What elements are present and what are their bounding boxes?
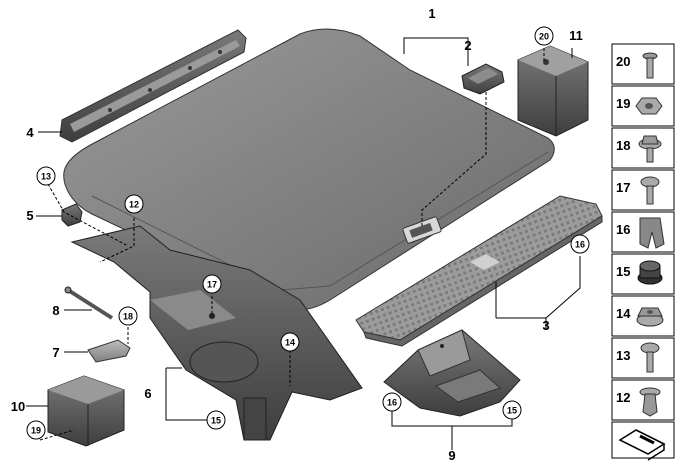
floor-tub-base	[70, 225, 363, 441]
legend-cell-19: 19	[611, 85, 675, 127]
support-rod-part	[64, 286, 114, 320]
side-rail-part	[59, 29, 247, 143]
callout-2: 2	[464, 38, 471, 53]
svg-text:13: 13	[616, 348, 630, 363]
callout-labels: 1 2 3 4 5 6 7 8 9 10 11	[11, 6, 583, 462]
svg-text:12: 12	[616, 390, 630, 405]
svg-text:18: 18	[616, 138, 630, 153]
legend-cell-16: 16	[611, 211, 675, 253]
circled-callout-20: 20	[534, 26, 554, 46]
callout-3: 3	[542, 318, 549, 333]
legend-footer-cell	[611, 421, 675, 461]
svg-text:16: 16	[387, 398, 397, 408]
circled-callout-15a: 15	[206, 410, 226, 430]
circled-callout-19: 19	[26, 420, 46, 440]
fastener-legend: 20 19 18 17	[611, 43, 675, 461]
torx-screw-icon	[640, 342, 660, 373]
legend-cell-14: 14	[611, 295, 675, 337]
legend-cell-13: 13	[611, 337, 675, 379]
svg-text:19: 19	[616, 96, 630, 111]
legend-cell-15: 15	[611, 253, 675, 295]
flange-nut-icon	[636, 307, 664, 327]
leader-lines	[26, 37, 581, 450]
legend-cell-17: 17	[611, 169, 675, 211]
push-rivet-icon	[639, 387, 661, 417]
callout-11: 11	[569, 28, 583, 43]
svg-text:17: 17	[207, 280, 217, 290]
holder-bracket-part	[87, 339, 131, 363]
floor-handle-part	[461, 63, 505, 95]
svg-text:19: 19	[31, 426, 41, 436]
svg-text:14: 14	[616, 306, 631, 321]
circled-callout-16a: 16	[570, 234, 590, 254]
svg-text:16: 16	[575, 240, 585, 250]
circled-callout-14: 14	[280, 332, 300, 352]
diagram-symbol-icon	[618, 429, 666, 461]
callout-5: 5	[26, 208, 33, 223]
legend-cell-12: 12	[611, 379, 675, 421]
svg-text:18: 18	[123, 312, 133, 322]
small-bracket-part	[61, 203, 83, 227]
round-head-screw-icon	[640, 176, 660, 205]
callout-6: 6	[144, 386, 151, 401]
callout-8: 8	[52, 303, 59, 318]
storage-box-part	[517, 45, 589, 137]
floor-bracket-assembly	[383, 329, 521, 417]
luggage-floor-panel	[63, 28, 555, 310]
callout-4: 4	[26, 125, 34, 140]
circled-callout-12: 12	[124, 194, 144, 214]
spring-clip-icon	[639, 217, 665, 249]
svg-text:14: 14	[285, 338, 295, 348]
circled-callout-15b: 15	[502, 400, 522, 420]
callout-1: 1	[428, 6, 435, 21]
legend-cell-20: 20	[611, 43, 675, 85]
circled-callout-18: 18	[118, 306, 138, 326]
rubber-plug-icon	[637, 260, 663, 285]
circled-callout-16b: 16	[382, 392, 402, 412]
side-box-part	[47, 375, 125, 447]
callout-9: 9	[448, 448, 455, 462]
svg-text:12: 12	[129, 200, 139, 210]
loading-sill-trim	[355, 195, 603, 347]
legend-cell-18: 18	[611, 127, 675, 169]
callout-7: 7	[52, 345, 59, 360]
bolt-icon	[642, 52, 658, 79]
hex-nut-icon	[635, 97, 663, 115]
svg-text:16: 16	[616, 222, 630, 237]
svg-text:15: 15	[507, 406, 517, 416]
circled-callouts: 12 13 14 15 15 16 16 17	[26, 26, 590, 440]
circled-callout-13: 13	[36, 166, 56, 186]
svg-text:15: 15	[211, 416, 221, 426]
svg-text:17: 17	[616, 180, 630, 195]
circled-callout-17: 17	[202, 274, 222, 294]
svg-text:20: 20	[616, 54, 630, 69]
assembly-lines	[39, 48, 545, 441]
flange-nut-bolt-icon	[638, 135, 662, 163]
svg-text:15: 15	[616, 264, 630, 279]
svg-text:13: 13	[41, 172, 51, 182]
callout-10: 10	[11, 399, 25, 414]
svg-text:20: 20	[539, 32, 549, 42]
